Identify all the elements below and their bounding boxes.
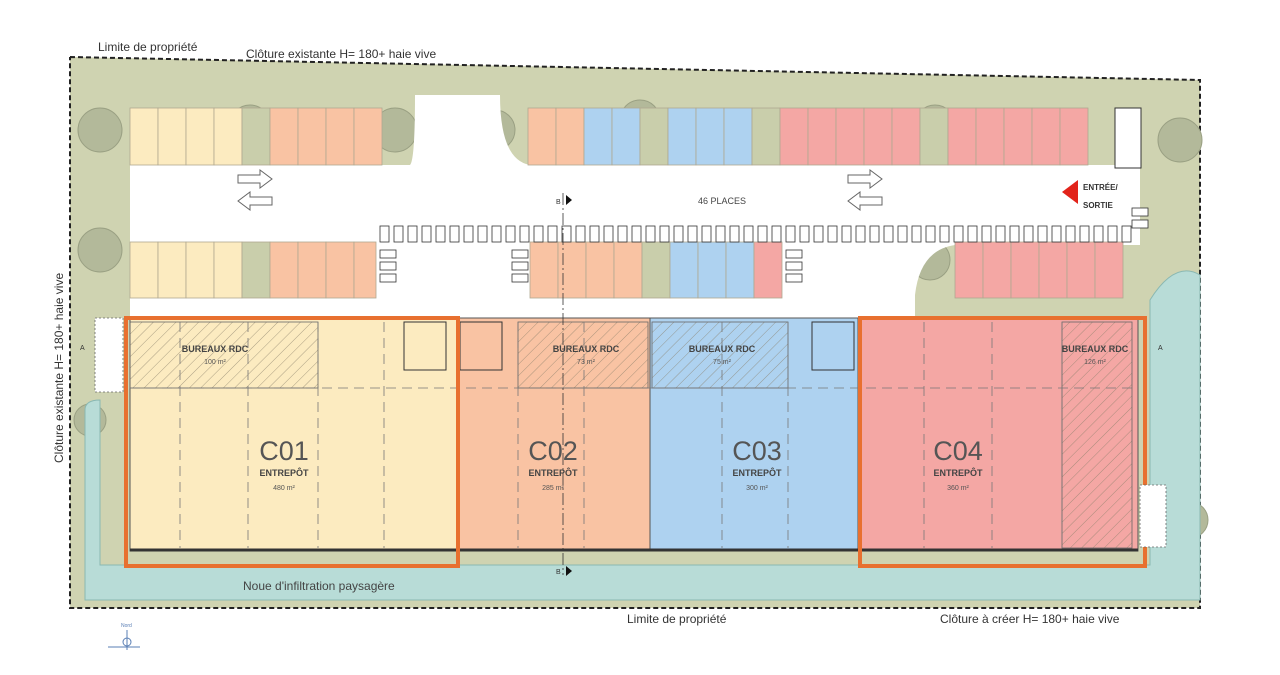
entrance-label-line2: SORTIE — [1083, 201, 1113, 210]
highlight-frame-c04 — [858, 316, 1147, 568]
section-b-bottom-label: B — [556, 569, 561, 576]
unit-c04-code: C04 — [933, 436, 983, 466]
section-b-bottom-marker-icon — [566, 566, 572, 576]
unit-c03-office-label: BUREAUX RDC — [689, 344, 756, 354]
side-pad-right — [1139, 484, 1167, 548]
unit-c04-type: ENTREPÔT — [933, 467, 983, 478]
unit-c02-office-area: 73 m² — [577, 359, 596, 366]
section-b-top-marker-icon — [566, 195, 572, 205]
left-fence-label: Clôture existante H= 180+ haie vive — [52, 272, 66, 463]
bottom-limit-label: Limite de propriété — [627, 612, 727, 626]
traffic-arrows — [237, 169, 883, 211]
top-fence-label: Clôture existante H= 180+ haie vive — [246, 47, 437, 61]
unit-c04-office-area: 126 m² — [1084, 359, 1106, 366]
side-pad-left — [94, 317, 124, 393]
swale-label: Noue d'infiltration paysagère — [243, 579, 395, 593]
unit-c01-code: C01 — [259, 436, 309, 466]
north-arrow-icon — [108, 630, 140, 650]
bike-shelter — [1114, 107, 1142, 169]
entrance-arrow-icon — [1062, 180, 1078, 204]
parking-top-row — [129, 107, 1089, 166]
property-boundary — [69, 56, 1201, 609]
pedestrian-crossing — [379, 207, 1149, 283]
unit-c01-area: 480 m² — [273, 485, 295, 492]
unit-c01-office-label: BUREAUX RDC — [182, 344, 249, 354]
unit-c02-code: C02 — [528, 436, 578, 466]
north-label: Nord — [121, 623, 132, 629]
unit-c02-office-label: BUREAUX RDC — [553, 344, 620, 354]
bottom-right-fence-label: Clôture à créer H= 180+ haie vive — [940, 612, 1120, 626]
section-a-left-label: A — [80, 345, 85, 352]
unit-c03-area: 300 m² — [746, 485, 768, 492]
building — [129, 317, 1139, 552]
section-a-right-label: A — [1158, 345, 1163, 352]
unit-c03-type: ENTREPÔT — [732, 467, 782, 478]
unit-c01-type: ENTREPÔT — [259, 467, 309, 478]
unit-c01-office-area: 100 m² — [204, 359, 226, 366]
unit-c02-area: 285 m² — [542, 485, 564, 492]
parking-places-label: 46 PLACES — [698, 196, 746, 206]
entrance-label-line1: ENTRÉE/ — [1083, 183, 1118, 192]
unit-c04-office-label: BUREAUX RDC — [1062, 344, 1129, 354]
parking-bottom-row — [129, 241, 1124, 299]
top-left-limit-label: Limite de propriété — [98, 40, 198, 54]
highlight-frame-c01 — [124, 316, 460, 568]
unit-c04-area: 360 m² — [947, 485, 969, 492]
unit-c02-type: ENTREPÔT — [528, 467, 578, 478]
section-b-top-label: B — [556, 199, 561, 206]
unit-c03-code: C03 — [732, 436, 782, 466]
unit-c03-office-area: 75 m² — [713, 359, 732, 366]
